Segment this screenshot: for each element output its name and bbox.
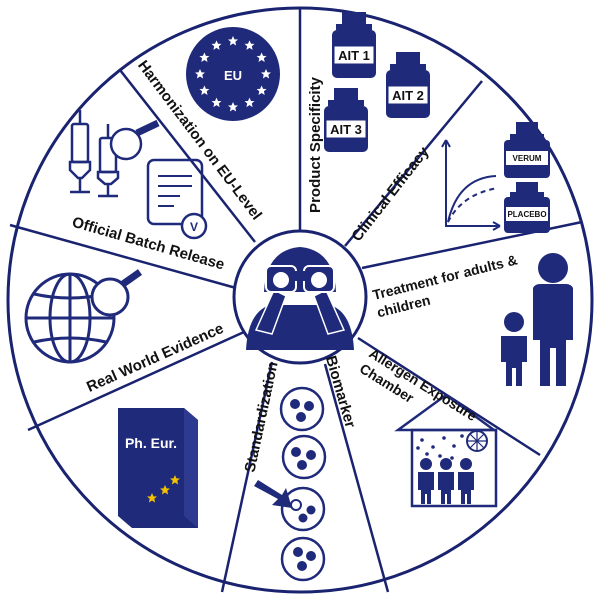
verum-vial: VERUM — [504, 122, 550, 178]
exposure-chamber-icon — [394, 393, 498, 508]
globe-magnifier-icon — [24, 269, 143, 364]
eu-star — [211, 40, 222, 50]
biomarker-cells-icon — [254, 386, 327, 582]
eu-star — [199, 52, 210, 62]
book-stars — [147, 475, 180, 503]
eu-star — [228, 36, 238, 46]
spoke — [323, 363, 390, 593]
spoke — [27, 330, 245, 432]
ait-vials-icon: AIT 1 AIT 2 AIT 3 — [324, 12, 430, 152]
spokes — [9, 8, 583, 593]
pharmacopoeia-book-icon: Ph. Eur. — [118, 408, 198, 528]
placebo-vial: PLACEBO — [504, 182, 550, 233]
eu-star — [244, 40, 255, 50]
spoke — [9, 223, 237, 290]
eu-star — [244, 97, 255, 108]
eu-stars — [195, 36, 271, 112]
ait-vial: AIT 1 — [332, 12, 376, 78]
spoke — [220, 361, 274, 593]
eu-flag-icon: EU — [186, 27, 280, 121]
ait-label: AIT 2 — [392, 88, 424, 103]
adult-child-icon — [501, 253, 573, 386]
eu-star — [228, 102, 238, 112]
eu-star — [261, 69, 271, 79]
eu-flag-text: EU — [224, 68, 242, 83]
eu-star — [256, 85, 267, 95]
eu-star — [256, 52, 267, 62]
spoke — [344, 80, 483, 247]
eu-star — [199, 85, 210, 95]
binoculars-person-icon — [232, 229, 368, 365]
book-title: Ph. Eur. — [125, 435, 177, 451]
placebo-label: PLACEBO — [507, 210, 546, 219]
ait-vial: AIT 3 — [324, 88, 368, 152]
ait-label: AIT 1 — [338, 48, 370, 63]
pointer-arrow-icon — [254, 480, 292, 508]
eu-star — [195, 69, 205, 79]
ait-label: AIT 3 — [330, 122, 362, 137]
syringes-certificate-icon: V — [68, 110, 208, 240]
eu-star — [211, 97, 222, 108]
efficacy-chart-icon: VERUM PLACEBO — [441, 122, 550, 233]
verum-label: VERUM — [513, 154, 542, 163]
label-product-specificity: Product Specificity — [307, 76, 324, 213]
ait-vial: AIT 2 — [386, 52, 430, 118]
spoke — [119, 69, 256, 243]
certificate-mark: V — [190, 220, 198, 234]
